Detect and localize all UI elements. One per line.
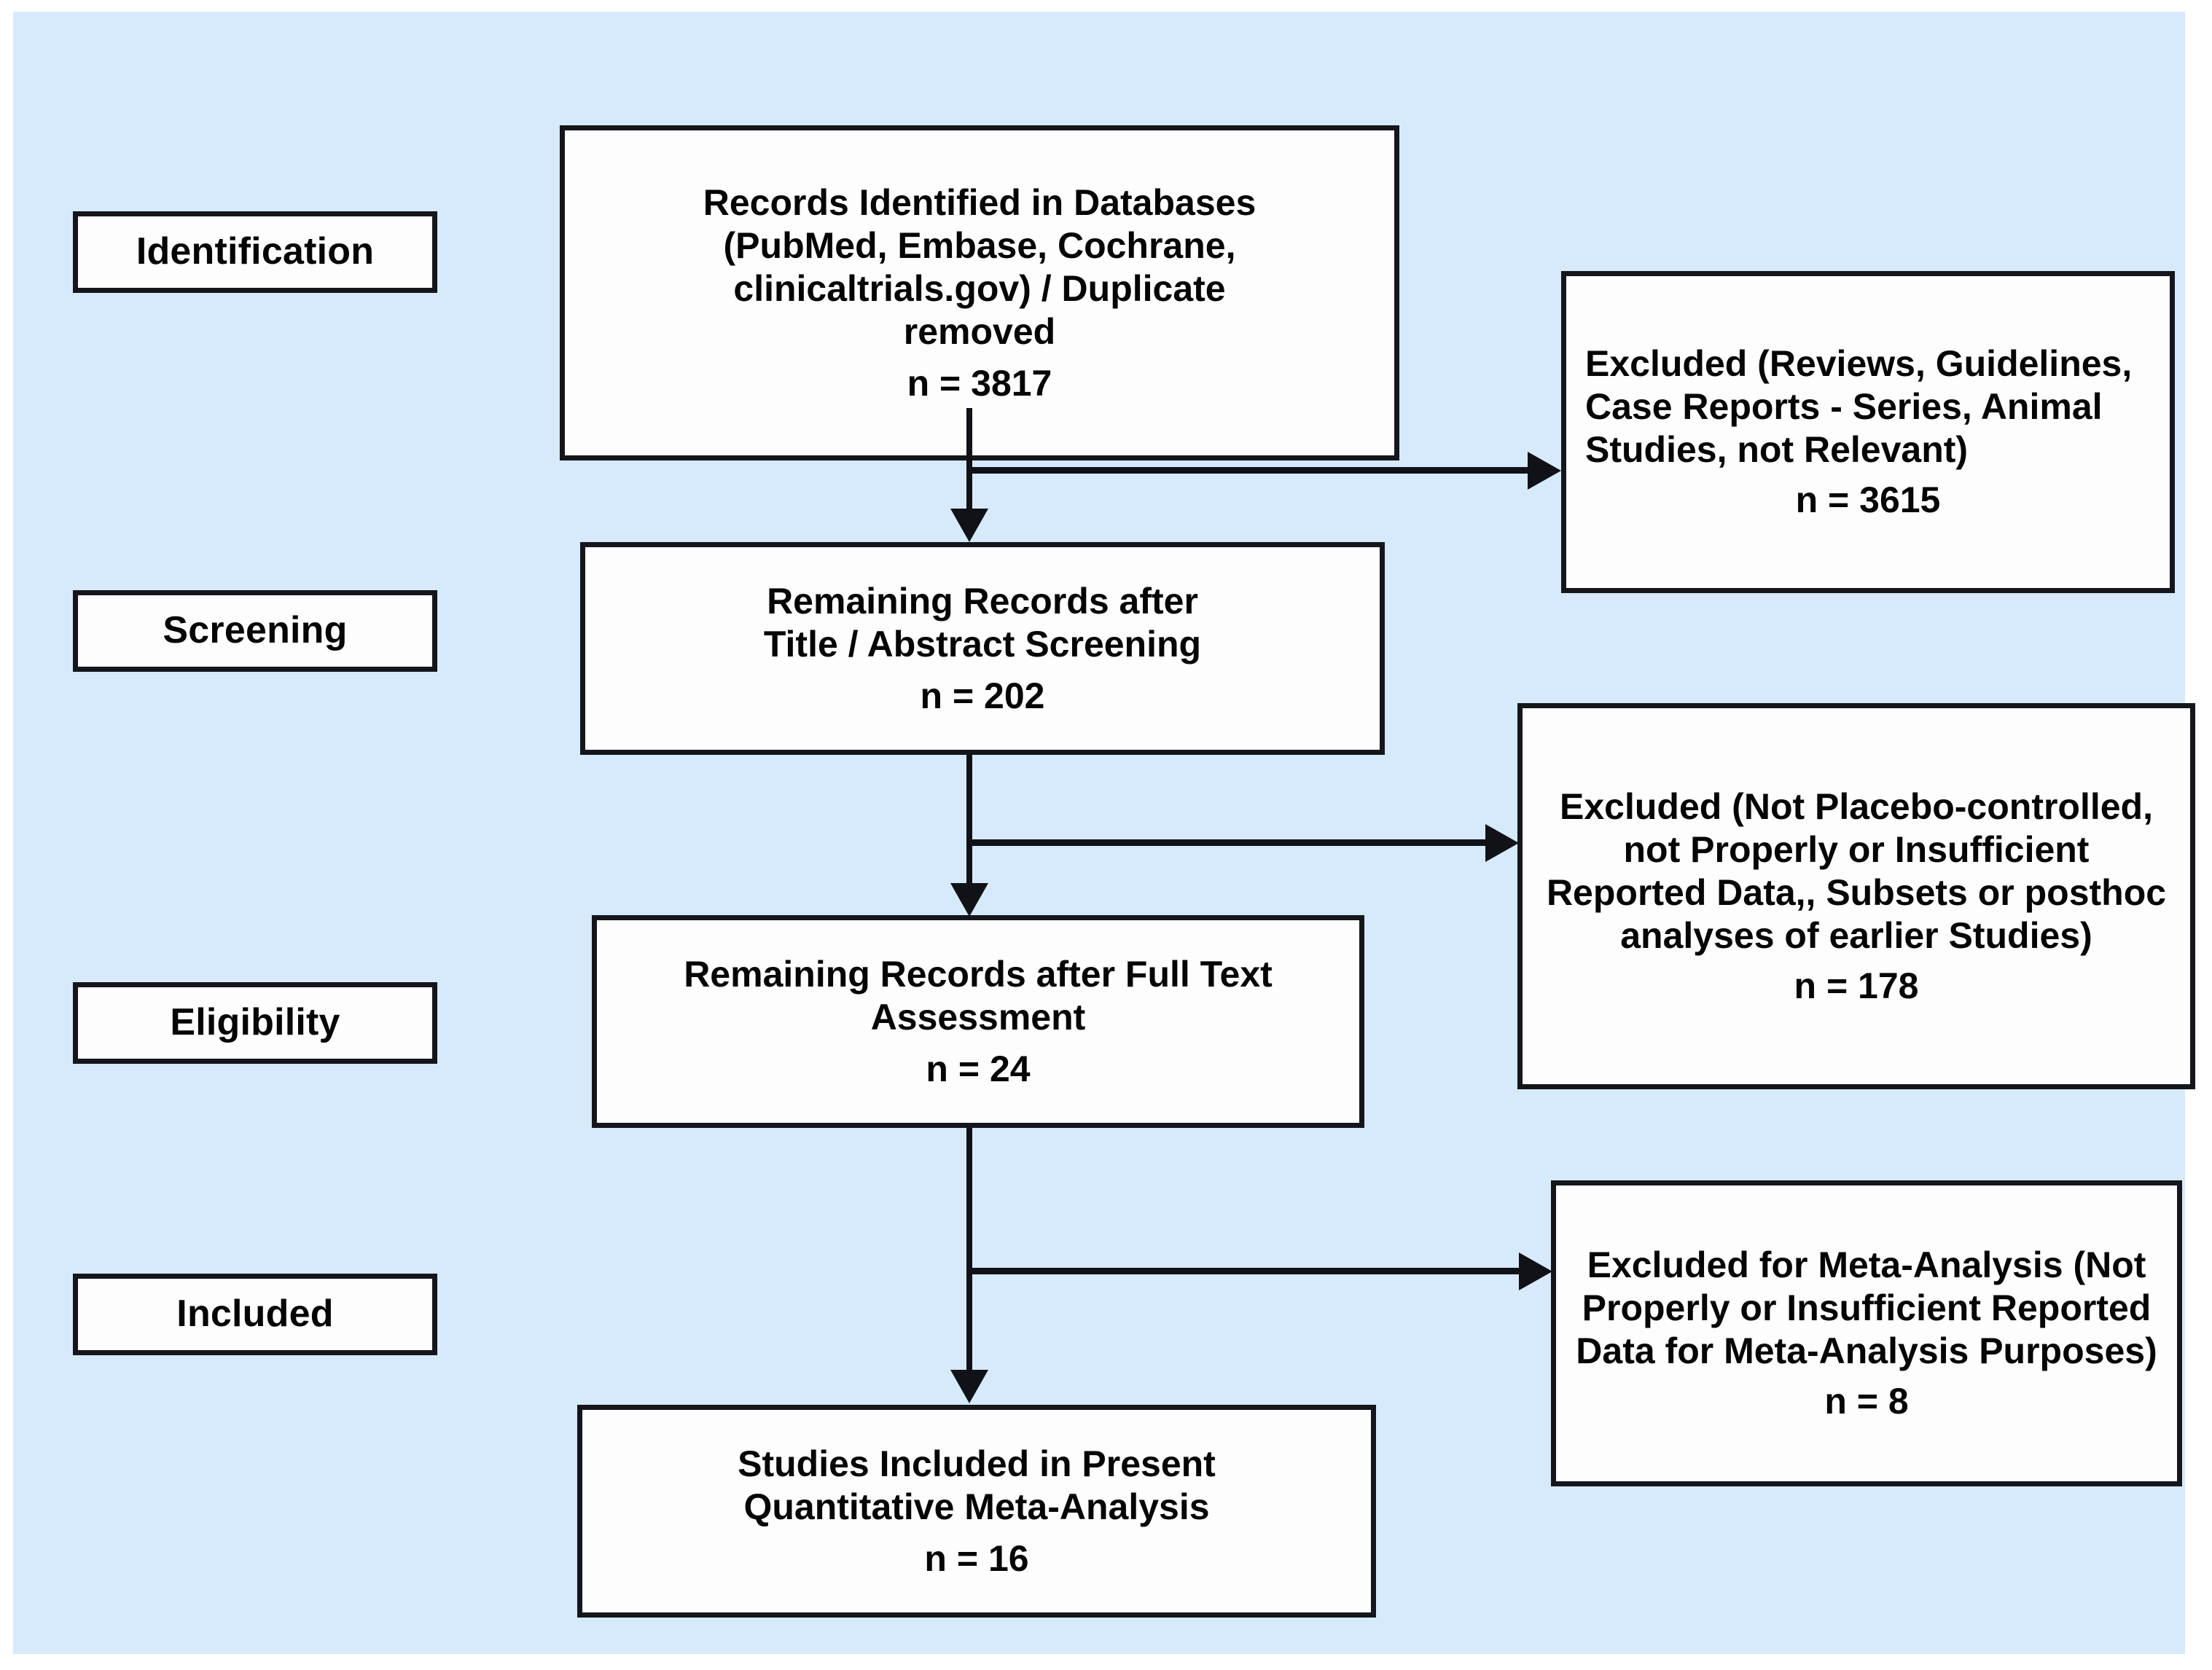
arrow-right-icon-to-exclusion-eligibility [1519,1252,1552,1290]
flow-box-line: Assessment [870,996,1086,1038]
stage-label-text: Screening [163,609,348,652]
connector-line-to-exclusion-eligibility [969,1268,1529,1274]
flow-box-after-full-text: Remaining Records after Full Text Assess… [592,915,1364,1128]
exclusion-box-screening: Excluded (Not Placebo-controlled, not Pr… [1517,703,2195,1089]
flow-box-line: removed [903,310,1056,352]
flow-box-count: n = 16 [924,1537,1029,1579]
exclusion-box-count: n = 3615 [1795,479,1941,520]
connector-line-to-exclusion-screening [969,839,1496,846]
exclusion-box-identification: Excluded (Reviews, Guidelines, Case Repo… [1561,271,2175,593]
flow-box-count: n = 3817 [907,362,1052,404]
flow-box-line: Remaining Records after Full Text [684,953,1273,995]
flow-box-line: Studies Included in Present [738,1443,1216,1484]
flow-box-count: n = 202 [920,675,1045,716]
connector-line-screening-to-eligibility [966,755,972,887]
flow-box-count: n = 24 [926,1048,1031,1089]
stage-label-eligibility: Eligibility [73,982,437,1064]
stage-label-text: Eligibility [170,1001,340,1044]
exclusion-box-eligibility: Excluded for Meta-Analysis (Not Properly… [1551,1180,2182,1486]
connector-line-eligibility-to-included [966,1128,972,1374]
arrow-right-icon-to-exclusion-identification [1528,452,1561,490]
arrow-down-icon-identification-to-screening [950,509,988,542]
stage-label-text: Included [176,1293,334,1336]
exclusion-box-count: n = 8 [1824,1381,1909,1422]
connector-line-identification-to-screening [966,408,972,511]
stage-label-included: Included [73,1274,437,1355]
connector-line-to-exclusion-identification [969,467,1538,474]
flow-box-line: clinicaltrials.gov) / Duplicate [733,267,1226,309]
arrow-down-icon-screening-to-eligibility [950,883,988,917]
flow-box-studies-included: Studies Included in Present Quantitative… [577,1405,1376,1618]
exclusion-box-body: Excluded for Meta-Analysis (Not Properly… [1576,1244,2157,1371]
flow-box-line: Title / Abstract Screening [763,623,1202,665]
exclusion-box-body: Excluded (Not Placebo-controlled, not Pr… [1546,785,2167,956]
arrow-down-icon-eligibility-to-included [950,1370,988,1403]
flow-box-records-identified: Records Identified in Databases (PubMed,… [560,125,1399,460]
flow-box-line: (PubMed, Embase, Cochrane, [723,224,1236,266]
flow-box-line: Records Identified in Databases [703,181,1257,223]
flow-box-after-title-abstract: Remaining Records after Title / Abstract… [580,542,1385,755]
flow-box-line: Quantitative Meta-Analysis [743,1486,1210,1527]
stage-label-text: Identification [136,230,375,273]
stage-label-screening: Screening [73,590,437,672]
stage-label-identification: Identification [73,211,437,293]
exclusion-box-body: Excluded (Reviews, Guidelines, Case Repo… [1585,343,2133,470]
flow-box-line: Remaining Records after [767,580,1198,622]
arrow-right-icon-to-exclusion-screening [1485,824,1519,862]
exclusion-box-count: n = 178 [1794,965,1919,1006]
